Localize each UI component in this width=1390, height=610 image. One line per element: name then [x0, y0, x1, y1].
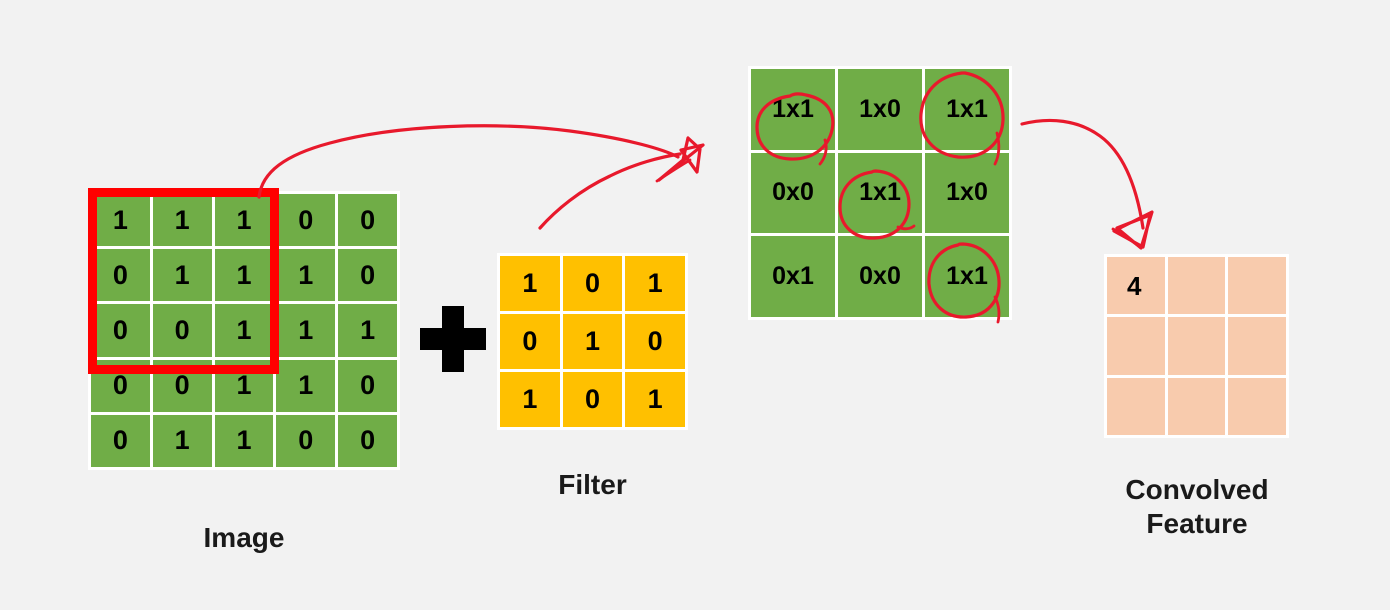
image-cell-r2c1: 0	[152, 304, 212, 357]
filter-to-product-arrow-curve	[538, 152, 682, 230]
image-cell-r2c4: 1	[338, 304, 397, 357]
product-to-convolved-arrowhead-tail	[1111, 227, 1142, 249]
product-cell-r2c2: 1x1	[925, 236, 1009, 317]
image-cell-r3c3: 1	[276, 359, 336, 412]
image-matrix-label: Image	[203, 522, 285, 553]
image-cell-r2c0: 0	[91, 304, 150, 357]
image-cell-r4c3: 0	[276, 414, 336, 467]
filter-matrix: 1 0 1 0 1 0 1 0 1	[497, 253, 688, 430]
filter-cell-r1c1: 1	[562, 314, 623, 369]
filter-cell-r0c2: 1	[625, 256, 685, 311]
convolved-feature-matrix: 4	[1104, 254, 1289, 438]
image-to-product-arrowhead-tail	[655, 158, 692, 183]
product-cell-r2c1: 0x0	[838, 236, 922, 317]
image-cell-r4c4: 0	[338, 414, 397, 467]
filter-cell-r1c0: 0	[500, 314, 560, 369]
image-cell-r0c0: 1	[91, 194, 150, 247]
plus-sign-icon	[420, 306, 486, 372]
convolved-feature-label: Convolved Feature	[1125, 474, 1269, 539]
image-cell-r4c1: 1	[152, 414, 212, 467]
image-cell-r1c2: 1	[214, 249, 274, 302]
image-cell-r2c3: 1	[276, 304, 336, 357]
product-cell-r1c1: 1x1	[838, 152, 922, 234]
image-cell-r0c2: 1	[214, 194, 274, 247]
filter-cell-r2c0: 1	[500, 372, 560, 427]
convolved-cell-r1c2	[1228, 317, 1286, 375]
image-cell-r3c1: 0	[152, 359, 212, 412]
image-cell-r1c1: 1	[152, 249, 212, 302]
product-to-convolved-arrowhead	[1112, 210, 1154, 250]
image-cell-r1c0: 0	[91, 249, 150, 302]
image-matrix: 1 1 1 0 0 0 1 1 1 0 0 0 1 1 1 0 0 1 1 0 …	[88, 191, 400, 470]
filter-matrix-label: Filter	[558, 469, 627, 500]
filter-cell-r1c2: 0	[625, 314, 685, 369]
product-matrix: 1x1 1x0 1x1 0x0 1x1 1x0 0x1 0x0 1x1	[748, 66, 1012, 320]
filter-cell-r0c1: 0	[562, 256, 623, 311]
filter-cell-r0c0: 1	[500, 256, 560, 311]
image-to-product-arrow-curve	[257, 124, 680, 199]
convolved-cell-r1c1	[1167, 317, 1226, 375]
convolved-cell-r0c2	[1228, 257, 1286, 315]
convolved-cell-r0c0: 4	[1107, 257, 1165, 315]
image-cell-r0c4: 0	[338, 194, 397, 247]
convolved-cell-r0c1	[1167, 257, 1226, 315]
product-to-convolved-arrow-curve	[1020, 118, 1145, 230]
image-cell-r2c2: 1	[214, 304, 274, 357]
product-cell-r1c2: 1x0	[925, 152, 1009, 234]
image-cell-r4c2: 1	[214, 414, 274, 467]
convolved-cell-r2c1	[1167, 377, 1226, 435]
image-cell-r0c3: 0	[276, 194, 336, 247]
convolved-cell-r1c0	[1107, 317, 1165, 375]
image-cell-r3c2: 1	[214, 359, 274, 412]
product-cell-r1c0: 0x0	[751, 152, 835, 234]
product-cell-r0c0: 1x1	[751, 69, 835, 150]
image-cell-r4c0: 0	[91, 414, 150, 467]
image-cell-r0c1: 1	[152, 194, 212, 247]
image-cell-r3c4: 0	[338, 359, 397, 412]
image-cell-r1c3: 1	[276, 249, 336, 302]
product-cell-r2c0: 0x1	[751, 236, 835, 317]
convolved-cell-r2c2	[1228, 377, 1286, 435]
image-cell-r3c0: 0	[91, 359, 150, 412]
plus-vertical-bar	[442, 306, 464, 372]
product-cell-r0c1: 1x0	[838, 69, 922, 150]
image-to-product-arrowhead	[657, 136, 705, 182]
product-cell-r0c2: 1x1	[925, 69, 1009, 150]
convolved-cell-r2c0	[1107, 377, 1165, 435]
filter-cell-r2c1: 0	[562, 372, 623, 427]
image-cell-r1c4: 0	[338, 249, 397, 302]
filter-cell-r2c2: 1	[625, 372, 685, 427]
